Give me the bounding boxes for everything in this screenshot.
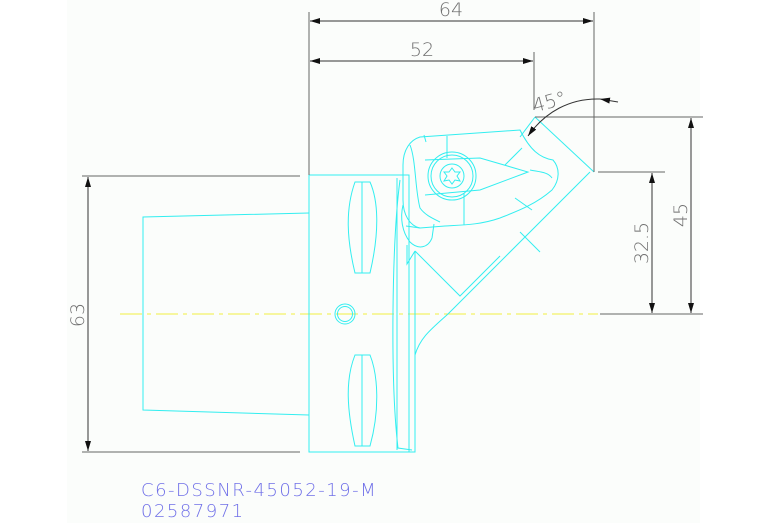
dim-52-label: 52 — [410, 39, 434, 61]
clamp-insert-outline — [401, 129, 559, 248]
dim-45-label: 45 — [670, 203, 692, 227]
dim-45-angle-arc — [527, 98, 601, 137]
dim-32-5-label: 32.5 — [631, 222, 653, 264]
dim-64-label: 64 — [439, 0, 463, 21]
drawing-title: C6-DSSNR-45052-19-M — [141, 480, 378, 501]
dim-63-label: 63 — [67, 303, 89, 327]
part-number: 02587971 — [141, 501, 245, 522]
tool-holder-outline — [142, 116, 595, 453]
extension-lines — [82, 12, 703, 453]
dim-angle-label: 45° — [530, 87, 568, 117]
dimension-lines — [85, 18, 694, 451]
